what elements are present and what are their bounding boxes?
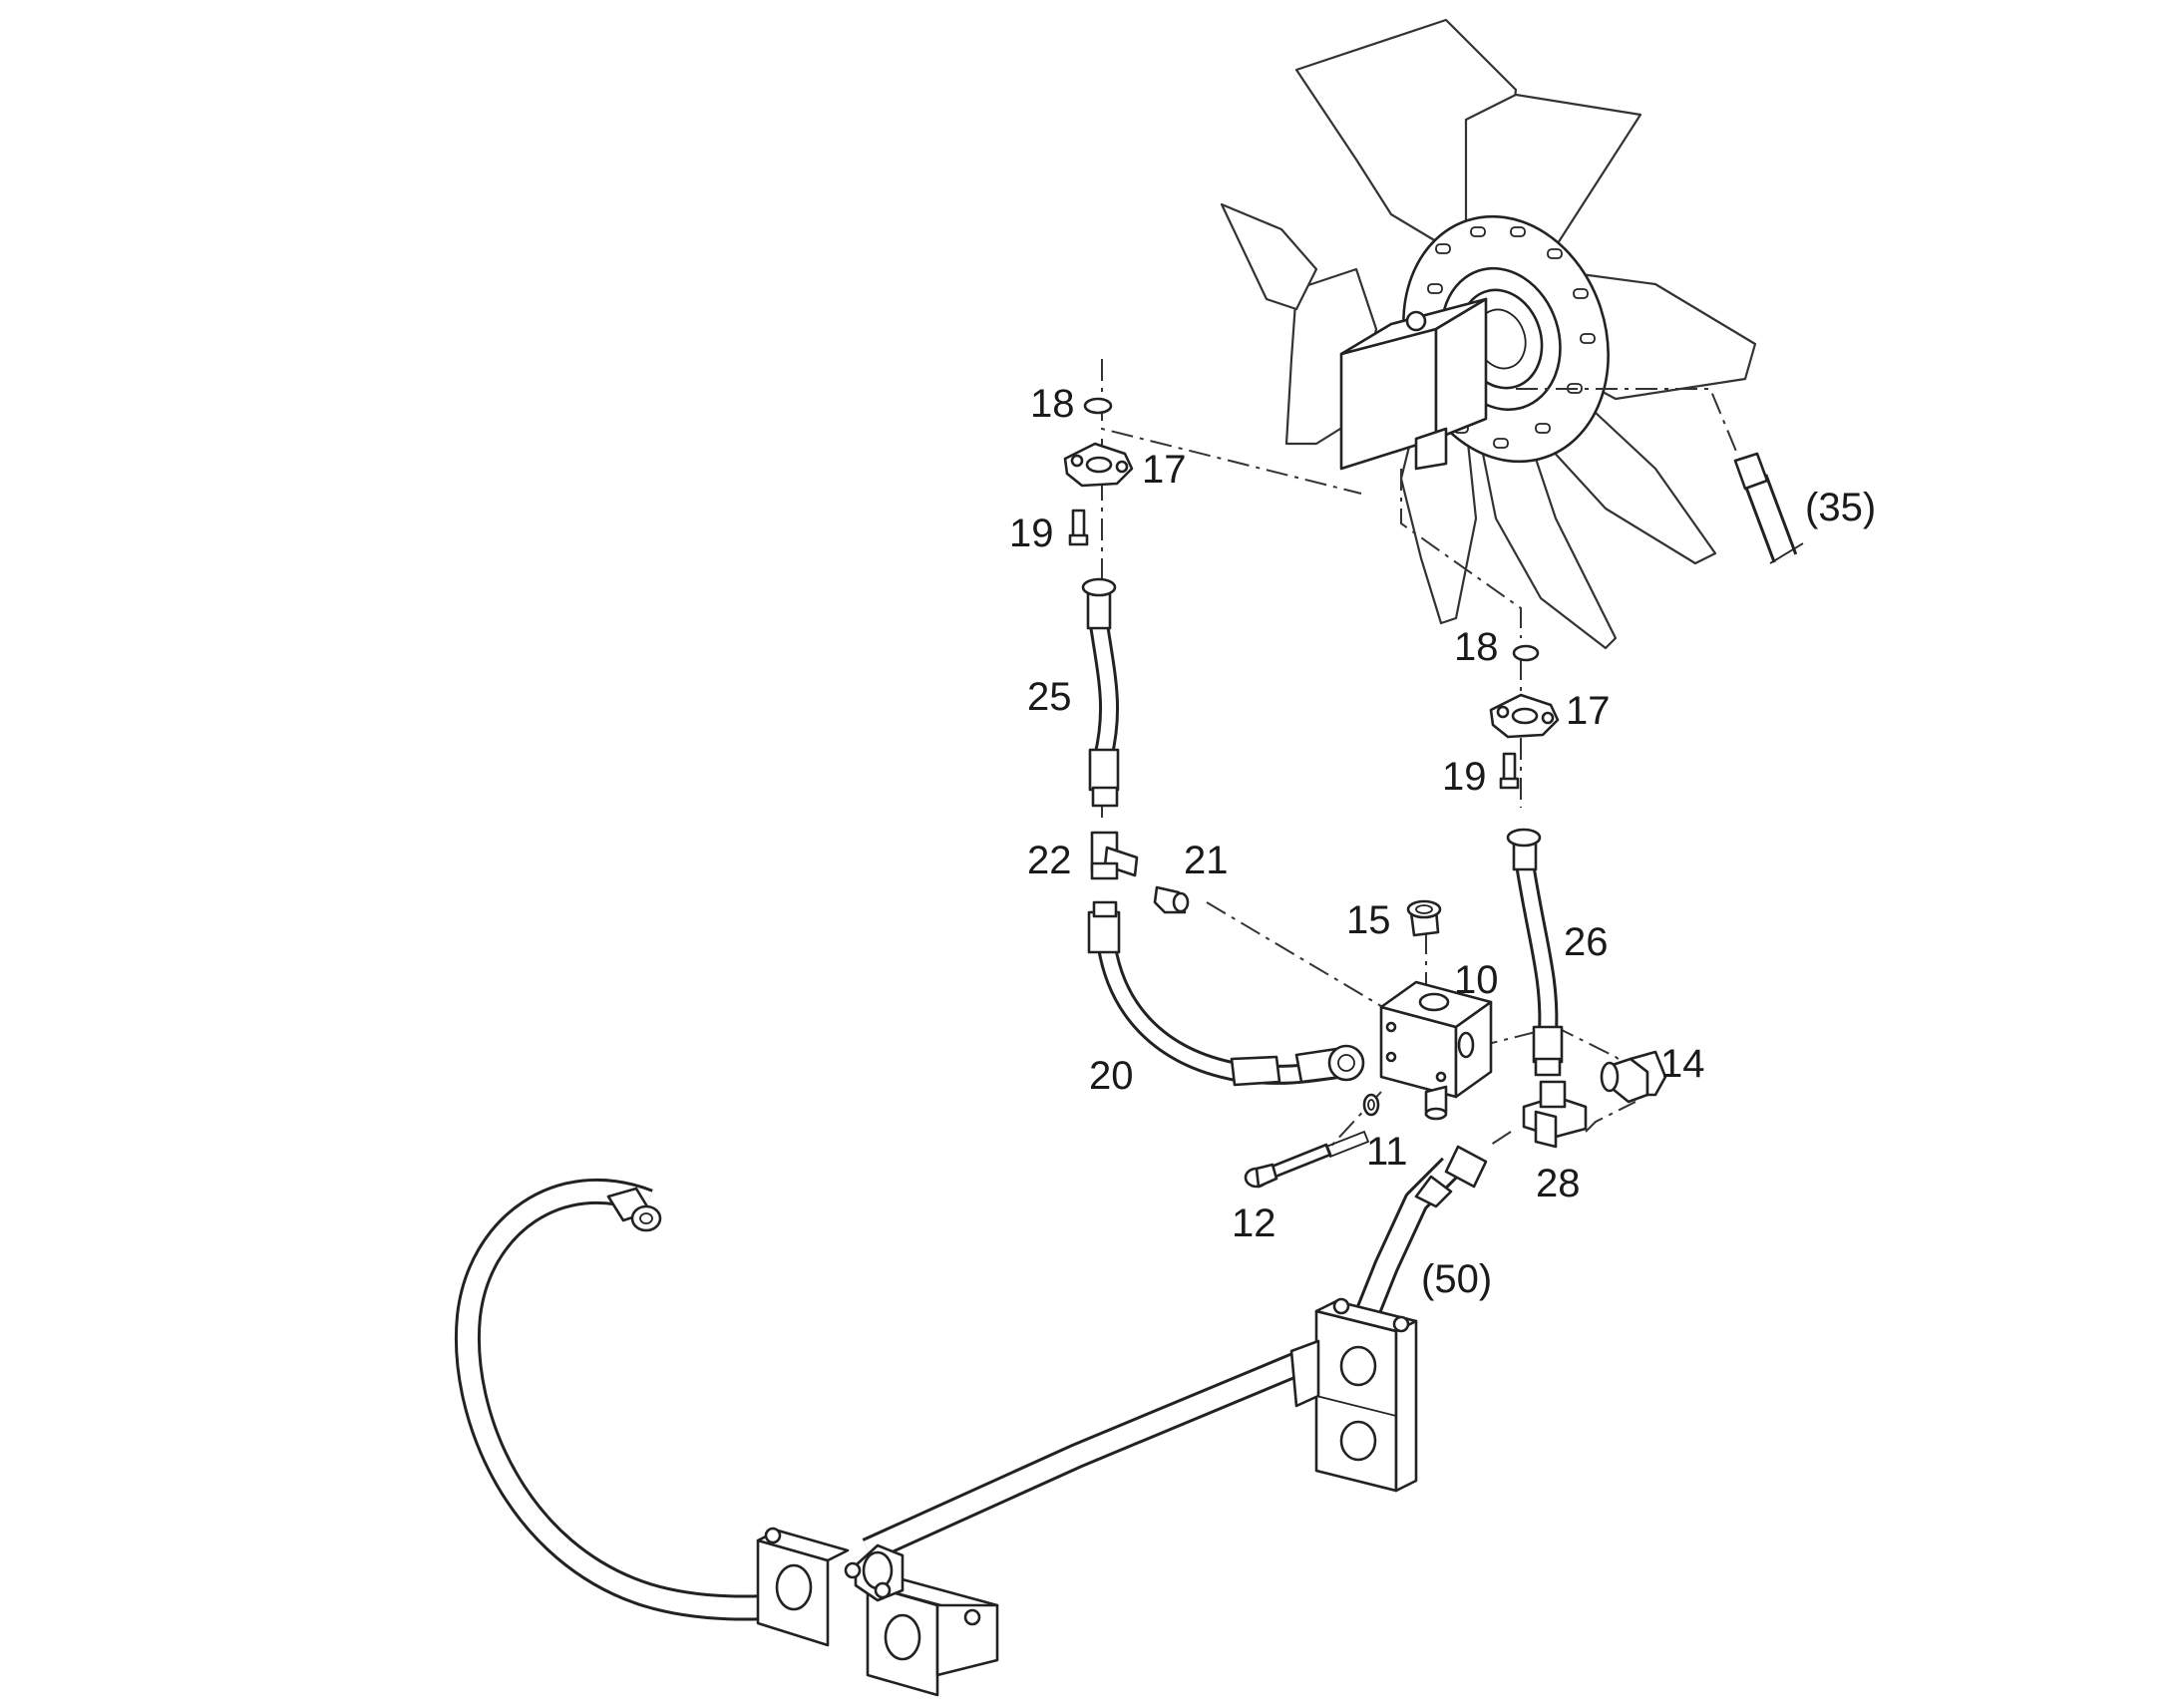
label-19-right: 19 [1442, 755, 1487, 799]
clamp-bracket-left [756, 1527, 999, 1697]
label-14: 14 [1660, 1042, 1705, 1086]
fan-motor-fitting [1405, 310, 1427, 332]
label-10: 10 [1454, 958, 1499, 1002]
part-50-line [1353, 1145, 1488, 1321]
part-17-right [1489, 693, 1560, 739]
part-11-washer [1362, 1093, 1380, 1117]
label-17-left: 17 [1142, 448, 1187, 492]
label-17-right: 17 [1566, 689, 1611, 733]
label-18-left: 18 [1030, 382, 1075, 426]
part-number-labels: 18 17 19 (35) 25 18 17 19 22 21 15 10 26… [1009, 382, 1876, 1301]
part-14-fitting [1600, 1050, 1667, 1104]
part-18-left [1083, 397, 1113, 415]
part-15-plug [1406, 899, 1442, 937]
part-35-line-stub [1733, 452, 1804, 564]
label-15: 15 [1346, 898, 1391, 942]
part-25-hose [1081, 577, 1120, 808]
part-22-tee [1090, 831, 1139, 880]
label-22: 22 [1027, 839, 1072, 882]
fan-blade-upper-left [1220, 202, 1318, 311]
part-28-tee [1522, 1080, 1588, 1149]
clamp-bracket-right [1289, 1297, 1418, 1493]
label-50: (50) [1421, 1257, 1492, 1301]
label-20: 20 [1089, 1054, 1134, 1098]
part-26-hose [1506, 828, 1564, 1077]
label-28: 28 [1536, 1162, 1581, 1205]
part-19-right [1499, 752, 1520, 790]
part-17-left [1063, 442, 1134, 488]
label-12: 12 [1232, 1201, 1276, 1245]
part-12-bolt [1244, 1130, 1370, 1189]
fan-motor-housing-front [1434, 297, 1488, 441]
label-11: 11 [1366, 1130, 1408, 1174]
part-10-valve-block [1379, 980, 1493, 1121]
label-19-left: 19 [1009, 512, 1054, 555]
label-35: (35) [1805, 486, 1876, 529]
fan-assembly [1220, 18, 1757, 650]
return-pipe-lower [455, 1178, 1321, 1621]
part-20-hose [1087, 900, 1365, 1087]
label-18-right: 18 [1454, 625, 1499, 669]
part-18-right [1512, 644, 1540, 662]
part-19-left [1068, 509, 1089, 546]
part-21-nipple [1153, 885, 1190, 914]
label-21: 21 [1184, 839, 1229, 882]
label-26: 26 [1564, 920, 1609, 964]
fan-motor-port [1414, 427, 1448, 471]
label-25: 25 [1027, 675, 1072, 719]
